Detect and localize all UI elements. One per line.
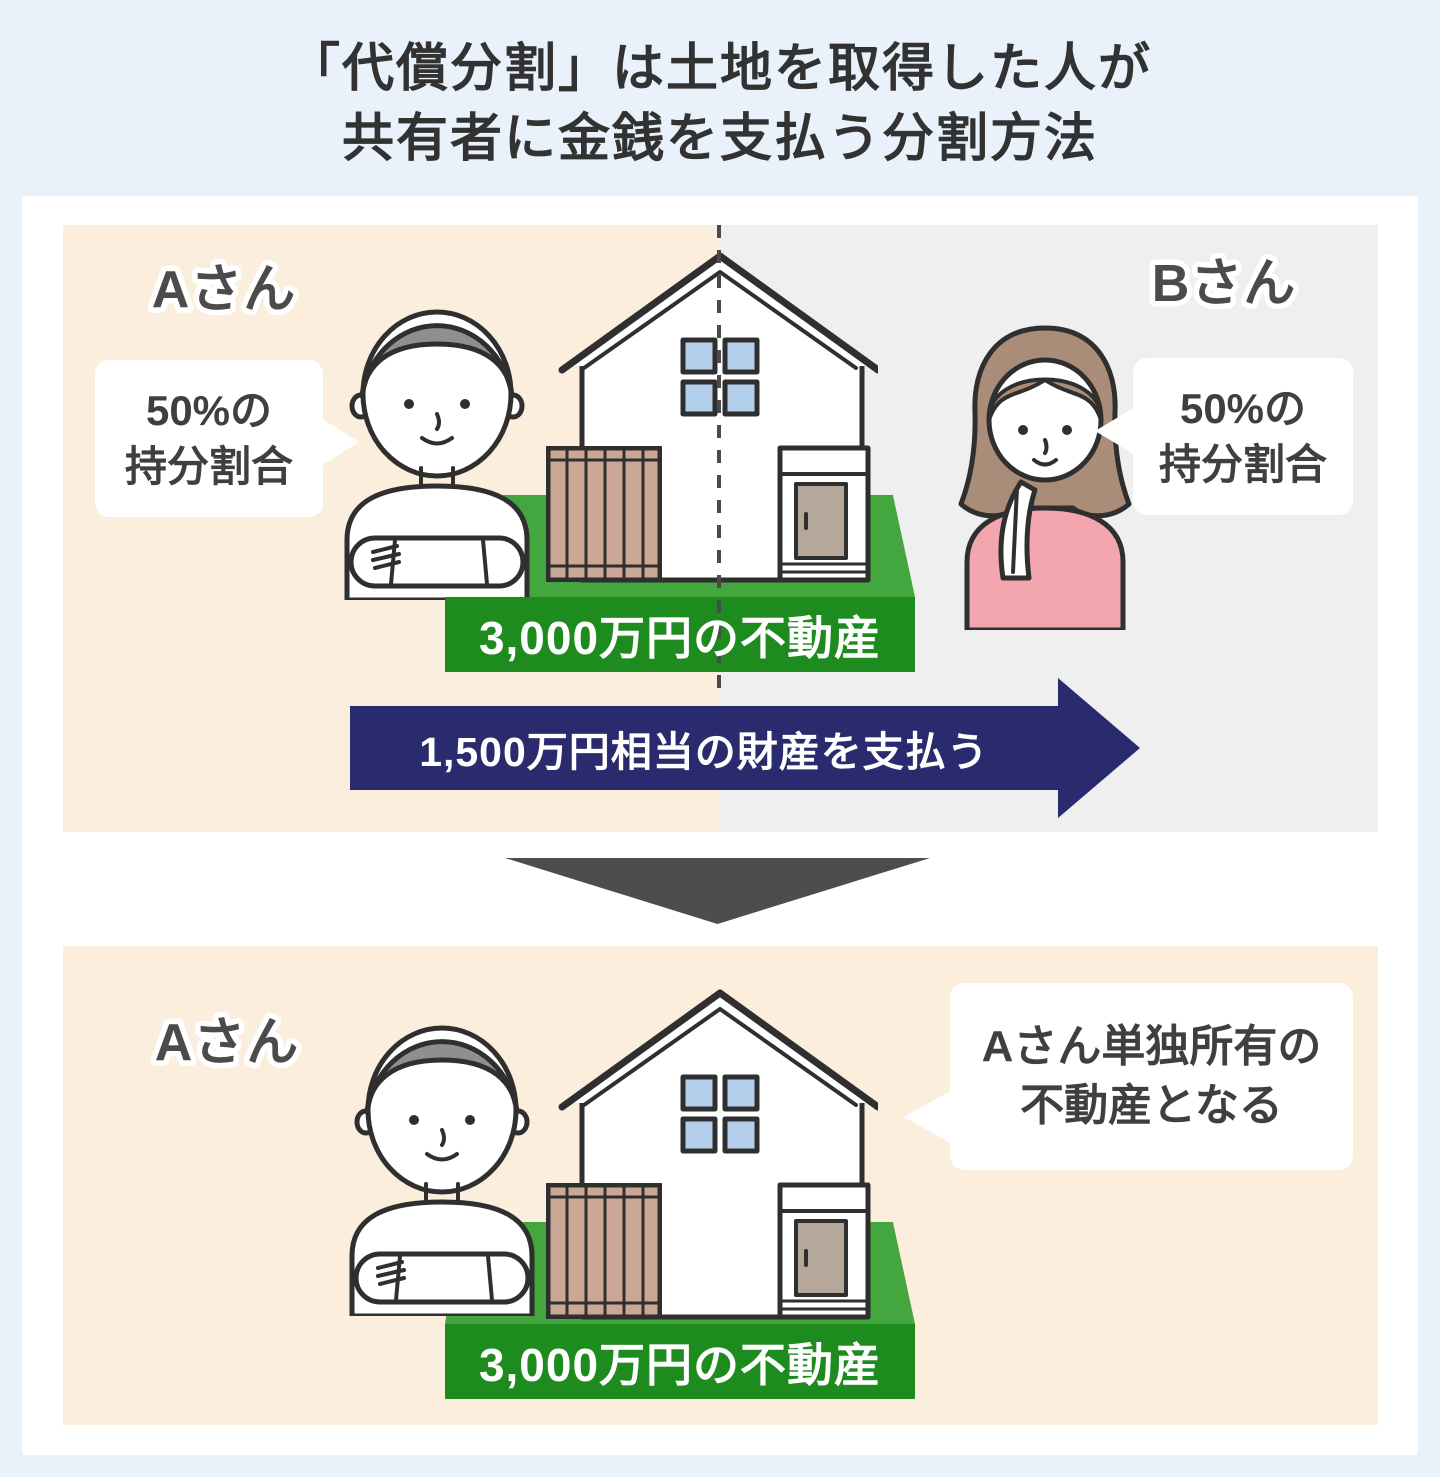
payment-arrow <box>350 678 1140 818</box>
title-line-2: 共有者に金銭を支払う分割方法 <box>341 110 1098 168</box>
payment-arrow-label: 1,500万円相当の財産を支払う <box>419 729 989 775</box>
title-line-1: 「代償分割」は土地を取得した人が <box>287 40 1152 98</box>
result-bubble: Aさん単独所有の 不動産となる <box>950 983 1353 1170</box>
property-value-label: 3,000万円の不動産 <box>478 1338 882 1391</box>
page-title: 「代償分割」は土地を取得した人が 共有者に金銭を支払う分割方法 <box>0 34 1440 174</box>
result-bubble-line1: Aさん単独所有の <box>981 1022 1322 1072</box>
person-b-label: Bさん <box>1146 250 1301 319</box>
bubble-tail <box>1095 406 1137 456</box>
land-platform-front <box>445 1324 915 1399</box>
result-bubble-line2: 不動産となる <box>1020 1080 1283 1130</box>
ownership-bubble-b-line1: 50%の <box>1179 385 1307 433</box>
person-a-label: Aさん <box>146 256 301 325</box>
ownership-bubble-b: 50%の 持分割合 <box>1133 358 1353 515</box>
fence-illustration <box>546 1183 662 1319</box>
ownership-bubble-a-line2: 持分割合 <box>124 442 293 490</box>
division-dashed-line <box>717 225 721 700</box>
ownership-bubble-a-line1: 50%の <box>145 387 273 435</box>
land-platform-front <box>445 597 915 672</box>
svg-text:Bさん: Bさん <box>1152 255 1297 313</box>
person-a-label: Aさん <box>149 1009 304 1078</box>
man-illustration <box>330 1016 554 1316</box>
bubble-tail <box>904 1090 952 1144</box>
woman-illustration <box>945 310 1145 630</box>
ownership-bubble-a: 50%の 持分割合 <box>95 360 323 517</box>
svg-text:Aさん: Aさん <box>155 1014 300 1072</box>
bubble-tail <box>321 418 359 466</box>
ownership-bubble-b-line2: 持分割合 <box>1158 440 1327 488</box>
fence-illustration <box>546 446 662 582</box>
property-value-label: 3,000万円の不動産 <box>478 611 882 664</box>
svg-text:Aさん: Aさん <box>152 261 297 319</box>
